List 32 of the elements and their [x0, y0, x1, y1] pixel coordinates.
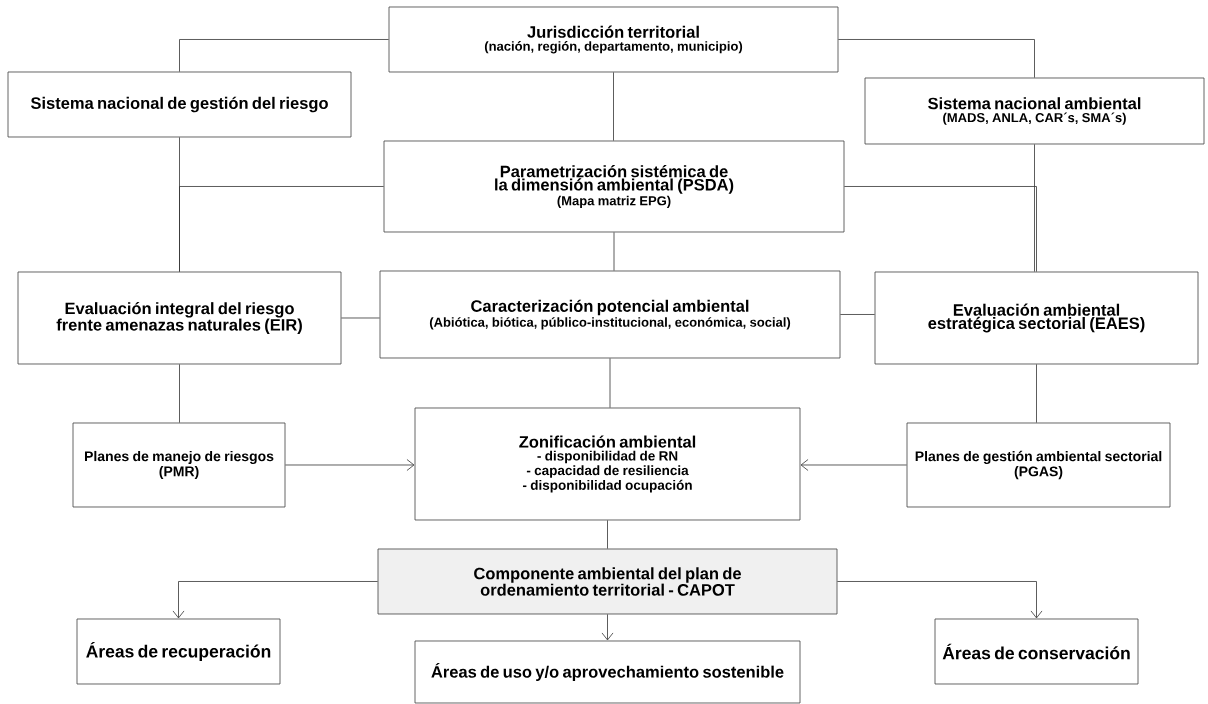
process-box: Evaluación ambiental estratégica sectorial (EAES)	[874, 271, 1199, 365]
process-box: Caracterización potencial ambiental (Abiótica, biótica, público-institucional, económica, social)	[379, 270, 841, 359]
connector-line	[179, 39, 389, 72]
process-box: Sistema nacional ambiental (MADS, ANLA, CAR´s, SMA´s)	[864, 77, 1205, 145]
process-box: Evaluación integral del riesgo frente amenazas naturales (EIR)	[17, 271, 342, 365]
arrow	[285, 459, 415, 471]
connector-line	[838, 39, 1035, 78]
connector-line	[179, 186, 384, 272]
connector-line	[613, 72, 614, 141]
connector-line	[613, 232, 615, 271]
process-box: Jurisdicción territorial (nación, región, departamento, municipio)	[388, 6, 839, 73]
connector-line	[609, 358, 611, 408]
process-box: Zonificación ambiental - disponibilidad de RN - capacidad de resiliencia - disponibilidad ocupación	[414, 407, 801, 521]
process-box: Parametrización sistémica de la dimensión ambiental (PSDA) (Mapa matriz EPG)	[383, 140, 845, 233]
arrow	[837, 581, 1043, 619]
connector-line	[341, 317, 380, 319]
connector-line	[840, 314, 875, 315]
process-box: Áreas de uso y/o aprovechamiento sostenible	[414, 640, 801, 704]
arrow	[800, 459, 907, 471]
connector-line	[844, 186, 1037, 272]
connector-line	[1036, 364, 1037, 423]
process-box: Planes de manejo de riesgos (PMR)	[72, 422, 286, 508]
process-box: Planes de gestión ambiental sectorial (PGAS)	[906, 422, 1171, 508]
process-box: Áreas de recuperación	[76, 618, 281, 685]
arrow	[172, 581, 378, 619]
arrow	[601, 614, 614, 641]
connector-line	[179, 364, 180, 423]
connector-line	[1034, 144, 1035, 272]
process-box: Áreas de conservación	[934, 618, 1139, 685]
highlighted-box: Componente ambiental del plan de ordenamiento territorial - CAPOT	[377, 548, 838, 615]
process-box: Sistema nacional de gestión del riesgo	[7, 71, 352, 138]
connector-line	[607, 520, 608, 549]
